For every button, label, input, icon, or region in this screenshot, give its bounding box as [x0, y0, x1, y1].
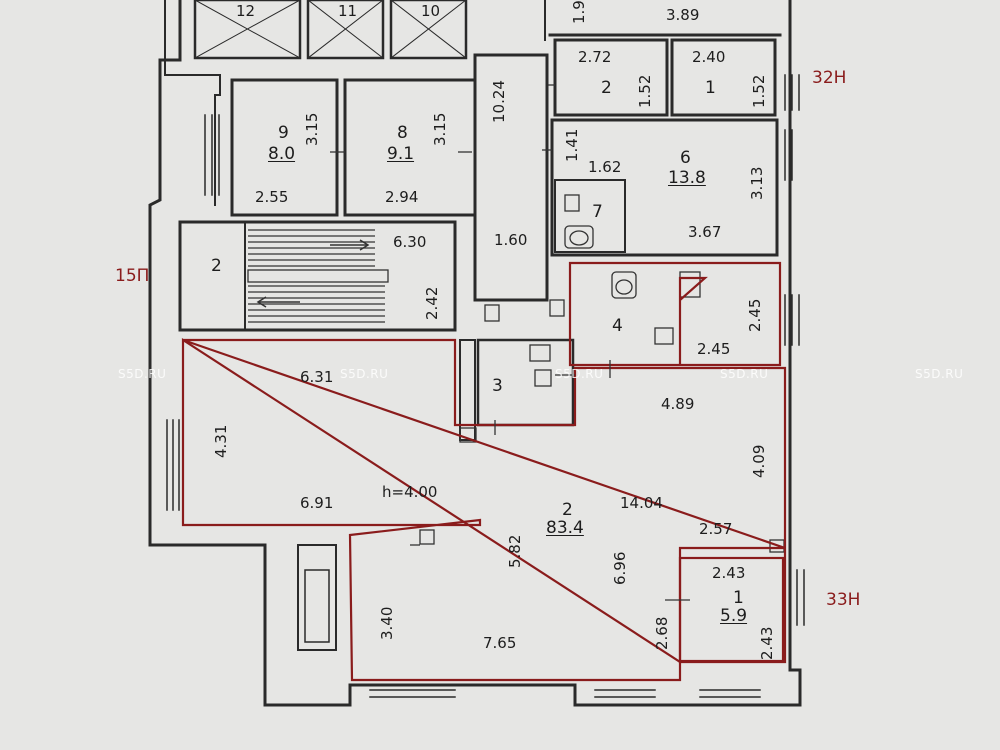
main-hall-ceiling: h=4.00	[382, 483, 438, 501]
room-7-number: 7	[592, 202, 603, 222]
stair-treads	[247, 229, 389, 323]
room-9-area: 8.0	[268, 144, 296, 164]
top-dimension: 1.91	[570, 0, 588, 24]
room-9-number: 9	[278, 123, 289, 143]
room-6-number: 6	[680, 148, 691, 168]
room-6-area: 13.8	[668, 168, 706, 188]
watermark: S5D.RU	[340, 367, 389, 381]
unit-tag-right-bottom: 33Н	[826, 590, 861, 610]
room-1-bottom-area: 5.9	[720, 606, 748, 626]
watermark: S5D.RU	[555, 367, 604, 381]
room-9-height: 3.15	[303, 112, 321, 146]
unit-tag-left: 15П	[115, 266, 150, 286]
room-6-wc-dim: 1.62	[588, 158, 622, 176]
room-2-top-depth: 1.52	[636, 74, 654, 108]
room-4-number: 4	[612, 316, 623, 336]
main-hall-dim: 4.09	[750, 444, 768, 478]
walls	[148, 0, 805, 707]
main-hall-dim: 6.91	[300, 494, 334, 512]
fixtures	[419, 194, 785, 553]
room-1-bottom-number: 1	[733, 588, 744, 608]
stair-number: 2	[211, 256, 222, 276]
room-4-dim-b: 2.45	[697, 340, 731, 358]
room-6-depth: 3.13	[748, 166, 766, 200]
room-1-top-width: 2.40	[692, 48, 726, 66]
watermark: S5D.RU	[118, 367, 167, 381]
main-hall-dim: 14.04	[620, 494, 663, 512]
room-2-top-width: 2.72	[578, 48, 612, 66]
main-hall-dim: 7.65	[483, 634, 517, 652]
room-8-area: 9.1	[387, 144, 415, 164]
watermark: S5D.RU	[915, 367, 964, 381]
main-hall-number: 2	[562, 500, 573, 520]
corridor-width: 1.60	[494, 231, 528, 249]
main-hall-dim: 6.31	[300, 368, 334, 386]
stair-depth: 2.42	[423, 286, 441, 320]
room-1-top-depth: 1.52	[750, 74, 768, 108]
main-hall-dim: 4.89	[661, 395, 695, 413]
dimension-ticks	[330, 84, 690, 601]
main-hall-dim: 2.68	[653, 616, 671, 650]
stair-length: 6.30	[393, 233, 427, 251]
room-number: 11	[338, 2, 358, 20]
room-number: 12	[236, 2, 256, 20]
room-8-height: 3.15	[431, 112, 449, 146]
main-hall-dim: 3.40	[378, 606, 396, 640]
watermark: S5D.RU	[720, 367, 769, 381]
highlighted-premises	[181, 261, 787, 682]
room-number: 10	[421, 2, 441, 20]
room-2-top-number: 2	[601, 78, 612, 98]
room-3-number: 3	[492, 376, 503, 396]
main-hall-dim: 6.96	[611, 551, 629, 585]
main-hall-area: 83.4	[546, 518, 584, 538]
main-hall-dim: 4.31	[212, 424, 230, 458]
corridor-length: 10.24	[490, 80, 508, 123]
room-4-dim-a: 2.45	[746, 298, 764, 332]
room-9-width: 2.55	[255, 188, 289, 206]
room-8-number: 8	[397, 123, 408, 143]
room-6-small-dim: 1.41	[563, 128, 581, 162]
room-1-top-number: 1	[705, 78, 716, 98]
room-8-width: 2.94	[385, 188, 419, 206]
main-hall-dim: 5.82	[506, 534, 524, 568]
unit-tag-right-top: 32Н	[812, 68, 847, 88]
main-hall-dim: 2.57	[699, 520, 733, 538]
room-1-bottom-depth: 2.43	[758, 626, 776, 660]
room-1-bottom-width: 2.43	[712, 564, 746, 582]
top-right-strip-length: 3.89	[666, 6, 700, 24]
room-6-width: 3.67	[688, 223, 722, 241]
